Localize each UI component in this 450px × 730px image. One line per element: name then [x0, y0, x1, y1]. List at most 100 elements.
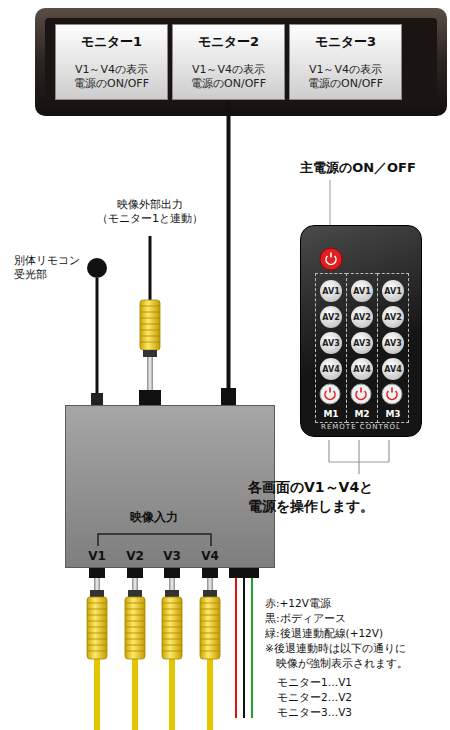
ir-receiver — [87, 258, 107, 278]
video-cable — [227, 100, 231, 405]
monitor-name: モニター3 — [315, 33, 376, 51]
rca-plug-collar — [90, 590, 104, 597]
annotation: モニター2…V2 — [277, 690, 447, 705]
input-button: AV1 — [351, 280, 373, 302]
plug-ridge — [200, 651, 220, 652]
plug-ridge — [162, 645, 182, 646]
rca-plug-pin — [132, 578, 138, 590]
bracket — [329, 440, 389, 474]
receiver-cable — [96, 278, 99, 396]
input-button: AV2 — [320, 306, 342, 328]
annotation: 主電源のON／OFF — [288, 160, 428, 177]
plug-ridge — [162, 615, 182, 616]
input-button: AV4 — [351, 358, 373, 380]
annotation: 黒:ボディアース — [265, 611, 447, 626]
input-heading: 映像入力 — [91, 509, 217, 526]
plug-ridge — [125, 633, 145, 634]
unit-drawing — [66, 406, 274, 567]
plug-ridge — [200, 645, 220, 646]
input-button: AV1 — [382, 280, 404, 302]
annotation: ※後退連動時は以下の通りに 映像が強制表示されます。 — [265, 641, 447, 671]
monitor-function: V1～V4の表示 電源のON/OFF — [294, 63, 397, 92]
plug-ridge — [140, 312, 160, 313]
power-button — [320, 248, 342, 270]
plug-ridge — [87, 645, 107, 646]
column-label: M3 — [378, 409, 408, 419]
input-button: AV2 — [351, 306, 373, 328]
power-icon — [391, 388, 393, 393]
plug-ridge — [162, 639, 182, 640]
input-button: AV3 — [382, 332, 404, 354]
plug-ridge — [87, 627, 107, 628]
remote-brand: REMOTE CONTROL — [301, 423, 421, 431]
button-label: AV4 — [384, 365, 401, 374]
plug-ridge — [87, 615, 107, 616]
plug-ridge — [125, 639, 145, 640]
monitor-housing — [35, 8, 447, 116]
input-button: AV3 — [320, 332, 342, 354]
red-wire — [235, 578, 237, 718]
receiver-connector — [91, 393, 103, 405]
plug-ridge — [200, 609, 220, 610]
input-button: AV4 — [382, 358, 404, 380]
plug-ridge — [87, 651, 107, 652]
monitor-screen: モニター3V1～V4の表示 電源のON/OFF — [289, 24, 402, 100]
plug-ridge — [200, 639, 220, 640]
button-label: AV1 — [353, 287, 370, 296]
plug-ridge — [125, 627, 145, 628]
plug-ridge — [87, 609, 107, 610]
input-button: AV1 — [320, 280, 342, 302]
plug-ridge — [125, 621, 145, 622]
plug-ridge — [140, 336, 160, 337]
button-label: AV3 — [322, 339, 339, 348]
input-cable — [207, 659, 213, 730]
annotation: 赤:+12V電源 — [265, 596, 447, 611]
column-label: M1 — [316, 409, 346, 419]
plug-ridge — [87, 639, 107, 640]
monitor-button-column: M1AV1AV2AV3AV4 — [315, 273, 347, 423]
input-bracket — [98, 534, 211, 546]
input-name: V4 — [195, 549, 225, 563]
button-label: AV3 — [384, 339, 401, 348]
plug-ridge — [87, 633, 107, 634]
plug-ridge — [140, 330, 160, 331]
power-icon — [329, 388, 331, 393]
column-label: M2 — [347, 409, 377, 419]
monitor-function: V1～V4の表示 電源のON/OFF — [177, 63, 280, 92]
rca-plug-body — [140, 300, 160, 350]
black-wire — [243, 578, 245, 718]
plug-ridge — [125, 615, 145, 616]
rca-plug-pin — [94, 578, 100, 590]
plug-ridge — [162, 621, 182, 622]
remote-drawing — [301, 226, 419, 436]
plug-ridge — [140, 342, 160, 343]
video-selector-unit: 映像入力 — [65, 405, 275, 568]
annotation: 別体リモコン 受光部 — [14, 254, 88, 283]
annotation: 緑:後退連動配線(+12V) — [265, 626, 447, 641]
rca-plug-pin — [147, 357, 153, 390]
plug-ridge — [162, 633, 182, 634]
plug-ridge — [162, 609, 182, 610]
button-label: AV2 — [322, 313, 339, 322]
plug-ridge — [162, 651, 182, 652]
button-label: AV2 — [384, 313, 401, 322]
annotation: モニター1…V1 — [277, 675, 447, 690]
plug-ridge — [87, 621, 107, 622]
rca-plug-collar — [203, 590, 217, 597]
video-out-cable — [149, 236, 152, 300]
annotation: 映像外部出力 （モニター1と連動） — [92, 198, 208, 227]
monitor-button-column: M3 AV1AV2AV3AV4 — [377, 273, 409, 423]
plug-ridge — [162, 603, 182, 604]
plug-ridge — [200, 615, 220, 616]
monitor-screen: モニター2V1～V4の表示 電源のON/OFF — [172, 24, 285, 100]
button-label: AV1 — [322, 287, 339, 296]
plug-ridge — [200, 603, 220, 604]
input-name: V3 — [157, 549, 187, 563]
power-button — [320, 384, 340, 404]
power-icon — [330, 253, 332, 258]
screen-bezel — [45, 18, 437, 106]
plug-ridge — [125, 603, 145, 604]
input-name: V1 — [82, 549, 112, 563]
